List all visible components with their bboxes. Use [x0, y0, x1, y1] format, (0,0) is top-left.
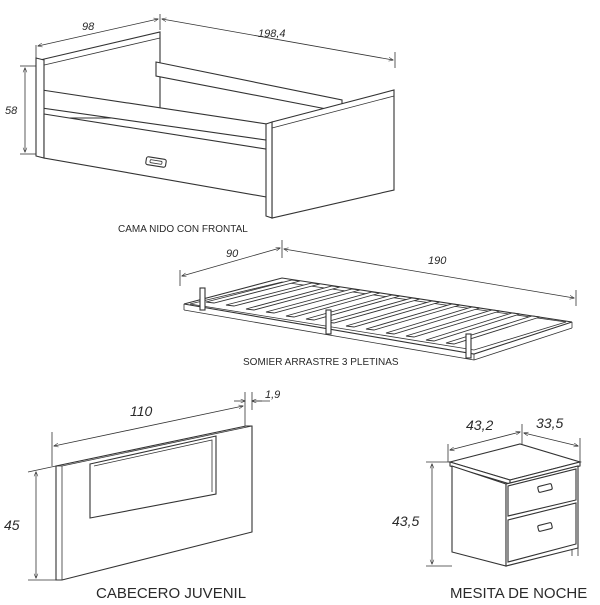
nightstand-handle-top-icon	[537, 483, 553, 493]
headboard-thickness-label: 1,9	[265, 389, 280, 401]
nightstand-drawing: 43,2 33,5 43,5 MES	[392, 415, 587, 602]
slatted-base-drawing: 90 190	[179, 240, 577, 368]
bed-length-label: 198,4	[258, 28, 286, 40]
nightstand-width-label: 43,2	[466, 417, 493, 433]
trundle-bed-drawing: 98 198,4 58 C	[5, 14, 396, 235]
headboard-thickness-dimension: 1,9	[234, 389, 280, 410]
nightstand-height-label: 43,5	[392, 513, 419, 529]
base-caption: SOMIER ARRASTRE 3 PLETINAS	[243, 357, 399, 368]
nightstand-depth-label: 33,5	[536, 415, 563, 431]
base-length-label: 190	[428, 255, 447, 267]
nightstand-height-dimension: 43,5	[392, 461, 452, 567]
bed-height-dimension: 58	[5, 65, 36, 155]
base-slats	[205, 279, 541, 345]
nightstand-handle-bottom-icon	[537, 522, 553, 532]
base-width-label: 90	[226, 248, 239, 260]
bed-depth-dimension: 98	[35, 14, 161, 58]
bed-caption: CAMA NIDO CON FRONTAL	[118, 224, 248, 235]
bed-length-dimension: 198,4	[162, 19, 396, 68]
nightstand-side	[451, 465, 507, 567]
drawer-handle-icon	[145, 156, 167, 168]
bed-left-end	[35, 57, 45, 159]
nightstand-width-dimension: 43,2	[447, 417, 523, 462]
bed-height-label: 58	[5, 105, 18, 117]
bed-right-end-edge	[265, 121, 273, 219]
nightstand-drawer-top	[507, 468, 577, 517]
base-width-dimension: 90	[179, 240, 283, 286]
headboard-height-label: 45	[4, 517, 20, 533]
headboard-caption: CABECERO JUVENIL	[96, 585, 246, 600]
nightstand-drawer-bottom	[507, 502, 577, 563]
base-legs	[199, 287, 472, 359]
base-length-dimension: 190	[284, 249, 577, 306]
bed-right-end-panel	[271, 89, 395, 219]
bed-depth-label: 98	[82, 21, 95, 33]
nightstand-depth-dimension: 33,5	[524, 415, 581, 462]
headboard-recess	[89, 435, 217, 519]
headboard-height-dimension: 45	[4, 465, 57, 581]
headboard-width-label: 110	[130, 403, 153, 419]
headboard-width-dimension: 110	[51, 392, 246, 466]
headboard-drawing: 110 1,9 45 CABECERO JUVENIL	[4, 389, 280, 602]
nightstand-caption: MESITA DE NOCHE	[450, 585, 587, 600]
bed-far-rail	[155, 61, 343, 113]
